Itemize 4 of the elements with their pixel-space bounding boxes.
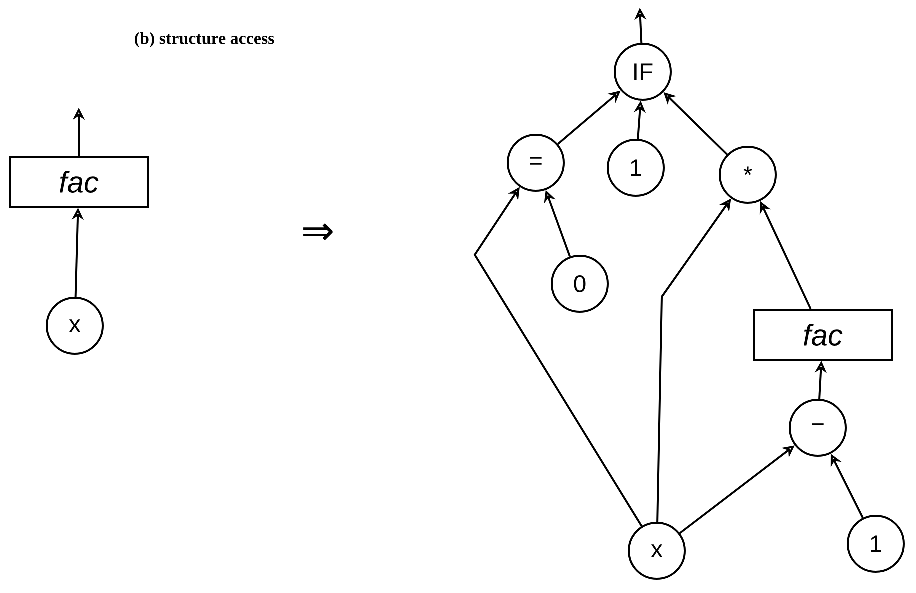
function-box: fac xyxy=(753,309,893,361)
implies-sign: ⇒ xyxy=(304,223,333,241)
function-box: fac xyxy=(9,156,149,208)
title: (b) structure access xyxy=(135,32,274,48)
